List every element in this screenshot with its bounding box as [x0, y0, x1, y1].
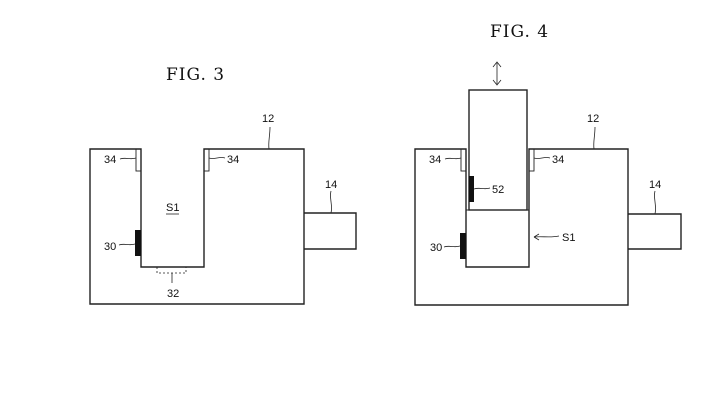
fig3-sensor [135, 230, 141, 256]
fig3-label-s1: S1 [166, 202, 179, 214]
fig4-leader-12 [593, 126, 596, 150]
figure-4-title: FIG. 4 [490, 22, 549, 42]
fig3-label-30: 30 [104, 241, 116, 253]
fig4-port [628, 213, 682, 250]
fig4-leader-s1 [533, 235, 560, 238]
fig4-sensor-52 [469, 176, 474, 202]
fig4-label-30: 30 [430, 242, 442, 254]
fig4-label-14: 14 [649, 179, 661, 191]
figure-3: FIG. 3 34 34 12 14 30 32 S1 [89, 65, 357, 305]
fig4-leader-34-left [444, 157, 462, 160]
fig3-stopper-right [203, 148, 210, 172]
fig4-label-34-left: 34 [429, 154, 441, 166]
fig4-stopper-right [528, 148, 535, 172]
fig4-leader-52 [473, 187, 491, 190]
fig3-housing [89, 148, 305, 305]
fig4-stopper-left [460, 148, 467, 172]
fig4-label-52: 52 [492, 184, 504, 196]
fig3-leader-30 [118, 243, 136, 246]
double-headed-arrow-icon [492, 61, 502, 86]
fig4-leader-34-right [533, 157, 551, 159]
fig4-leader-s1-arrowhead [533, 233, 540, 241]
fig4-label-12: 12 [587, 113, 599, 125]
fig3-stopper-left [135, 148, 142, 172]
fig4-sensor-30 [460, 233, 466, 259]
fig3-leader-12 [268, 126, 271, 150]
fig4-label-s1: S1 [562, 232, 575, 244]
fig4-label-34-right: 34 [552, 154, 564, 166]
fig3-label-34-right: 34 [227, 154, 239, 166]
fig4-leader-14 [654, 190, 656, 215]
fig3-leader-34-left [119, 157, 137, 160]
figure-4: FIG. 4 34 34 12 14 [414, 22, 682, 306]
figure-3-title: FIG. 3 [166, 65, 225, 85]
fig3-leader-14 [330, 190, 332, 214]
fig3-leader-34-right [208, 157, 226, 159]
fig3-label-14: 14 [325, 179, 337, 191]
fig3-label-32: 32 [167, 288, 179, 300]
fig3-label-34-left: 34 [104, 154, 116, 166]
fig3-bottom-part [156, 267, 187, 274]
fig3-label-12: 12 [262, 113, 274, 125]
fig4-housing [414, 148, 629, 306]
fig4-leader-30 [443, 245, 461, 248]
fig3-port [304, 212, 357, 250]
